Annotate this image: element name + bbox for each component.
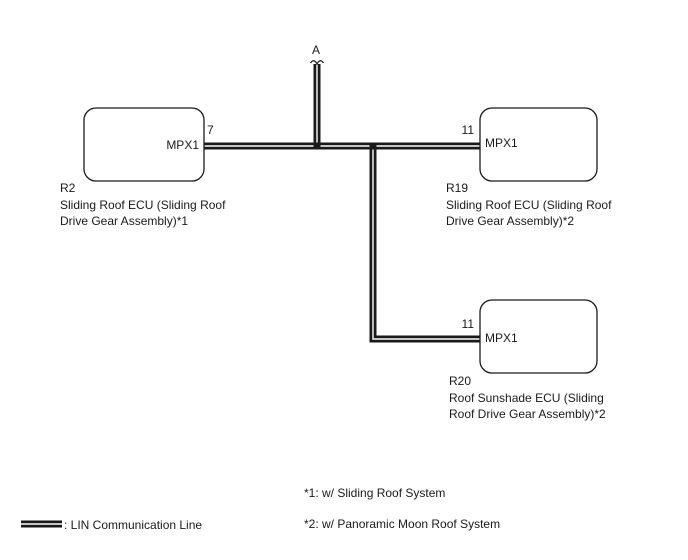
ecu-r20-pin: 11	[462, 317, 475, 331]
ecu-r2-name-line1: Sliding Roof ECU (Sliding Roof	[60, 198, 226, 212]
ecu-r20-name-line2: Roof Drive Gear Assembly)*2	[449, 407, 606, 421]
ecu-r19-name-line2: Drive Gear Assembly)*2	[446, 214, 574, 228]
ecu-r2-terminal: MPX1	[166, 138, 199, 152]
legend-label: : LIN Communication Line	[64, 518, 202, 532]
note-1: *1: w/ Sliding Roof System	[304, 486, 445, 500]
ecu-r2: MPX1 7 R2 Sliding Roof ECU (Sliding Roof…	[60, 107, 226, 228]
ecu-r20-box	[479, 299, 598, 374]
wire-branch-to-r20	[369, 146, 480, 343]
lin-communication-wires	[204, 64, 480, 343]
ecu-r20-name-line1: Roof Sunshade ECU (Sliding	[449, 391, 604, 405]
junction-r20-branch	[369, 142, 377, 150]
ecu-r19-box	[479, 107, 598, 182]
legend: : LIN Communication Line	[21, 518, 202, 532]
ecu-r20-terminal: MPX1	[485, 331, 518, 345]
connector-a-label: A	[312, 43, 320, 57]
ecu-r20: MPX1 11 R20 Roof Sunshade ECU (Sliding R…	[449, 299, 606, 421]
ecu-r19: MPX1 11 R19 Sliding Roof ECU (Sliding Ro…	[446, 107, 612, 228]
ecu-r2-code: R2	[60, 181, 76, 195]
connector-a-marker	[310, 60, 324, 66]
ecu-r20-code: R20	[449, 374, 471, 388]
ecu-r2-name-line2: Drive Gear Assembly)*1	[60, 214, 188, 228]
ecu-r19-name-line1: Sliding Roof ECU (Sliding Roof	[446, 198, 612, 212]
ecu-r19-terminal: MPX1	[485, 136, 518, 150]
junction-a	[313, 142, 321, 150]
ecu-r19-code: R19	[446, 181, 468, 195]
ecu-r19-pin: 11	[462, 123, 475, 137]
ecu-r2-box	[83, 107, 205, 182]
note-2: *2: w/ Panoramic Moon Roof System	[304, 517, 500, 531]
ecu-r2-pin: 7	[207, 123, 214, 137]
